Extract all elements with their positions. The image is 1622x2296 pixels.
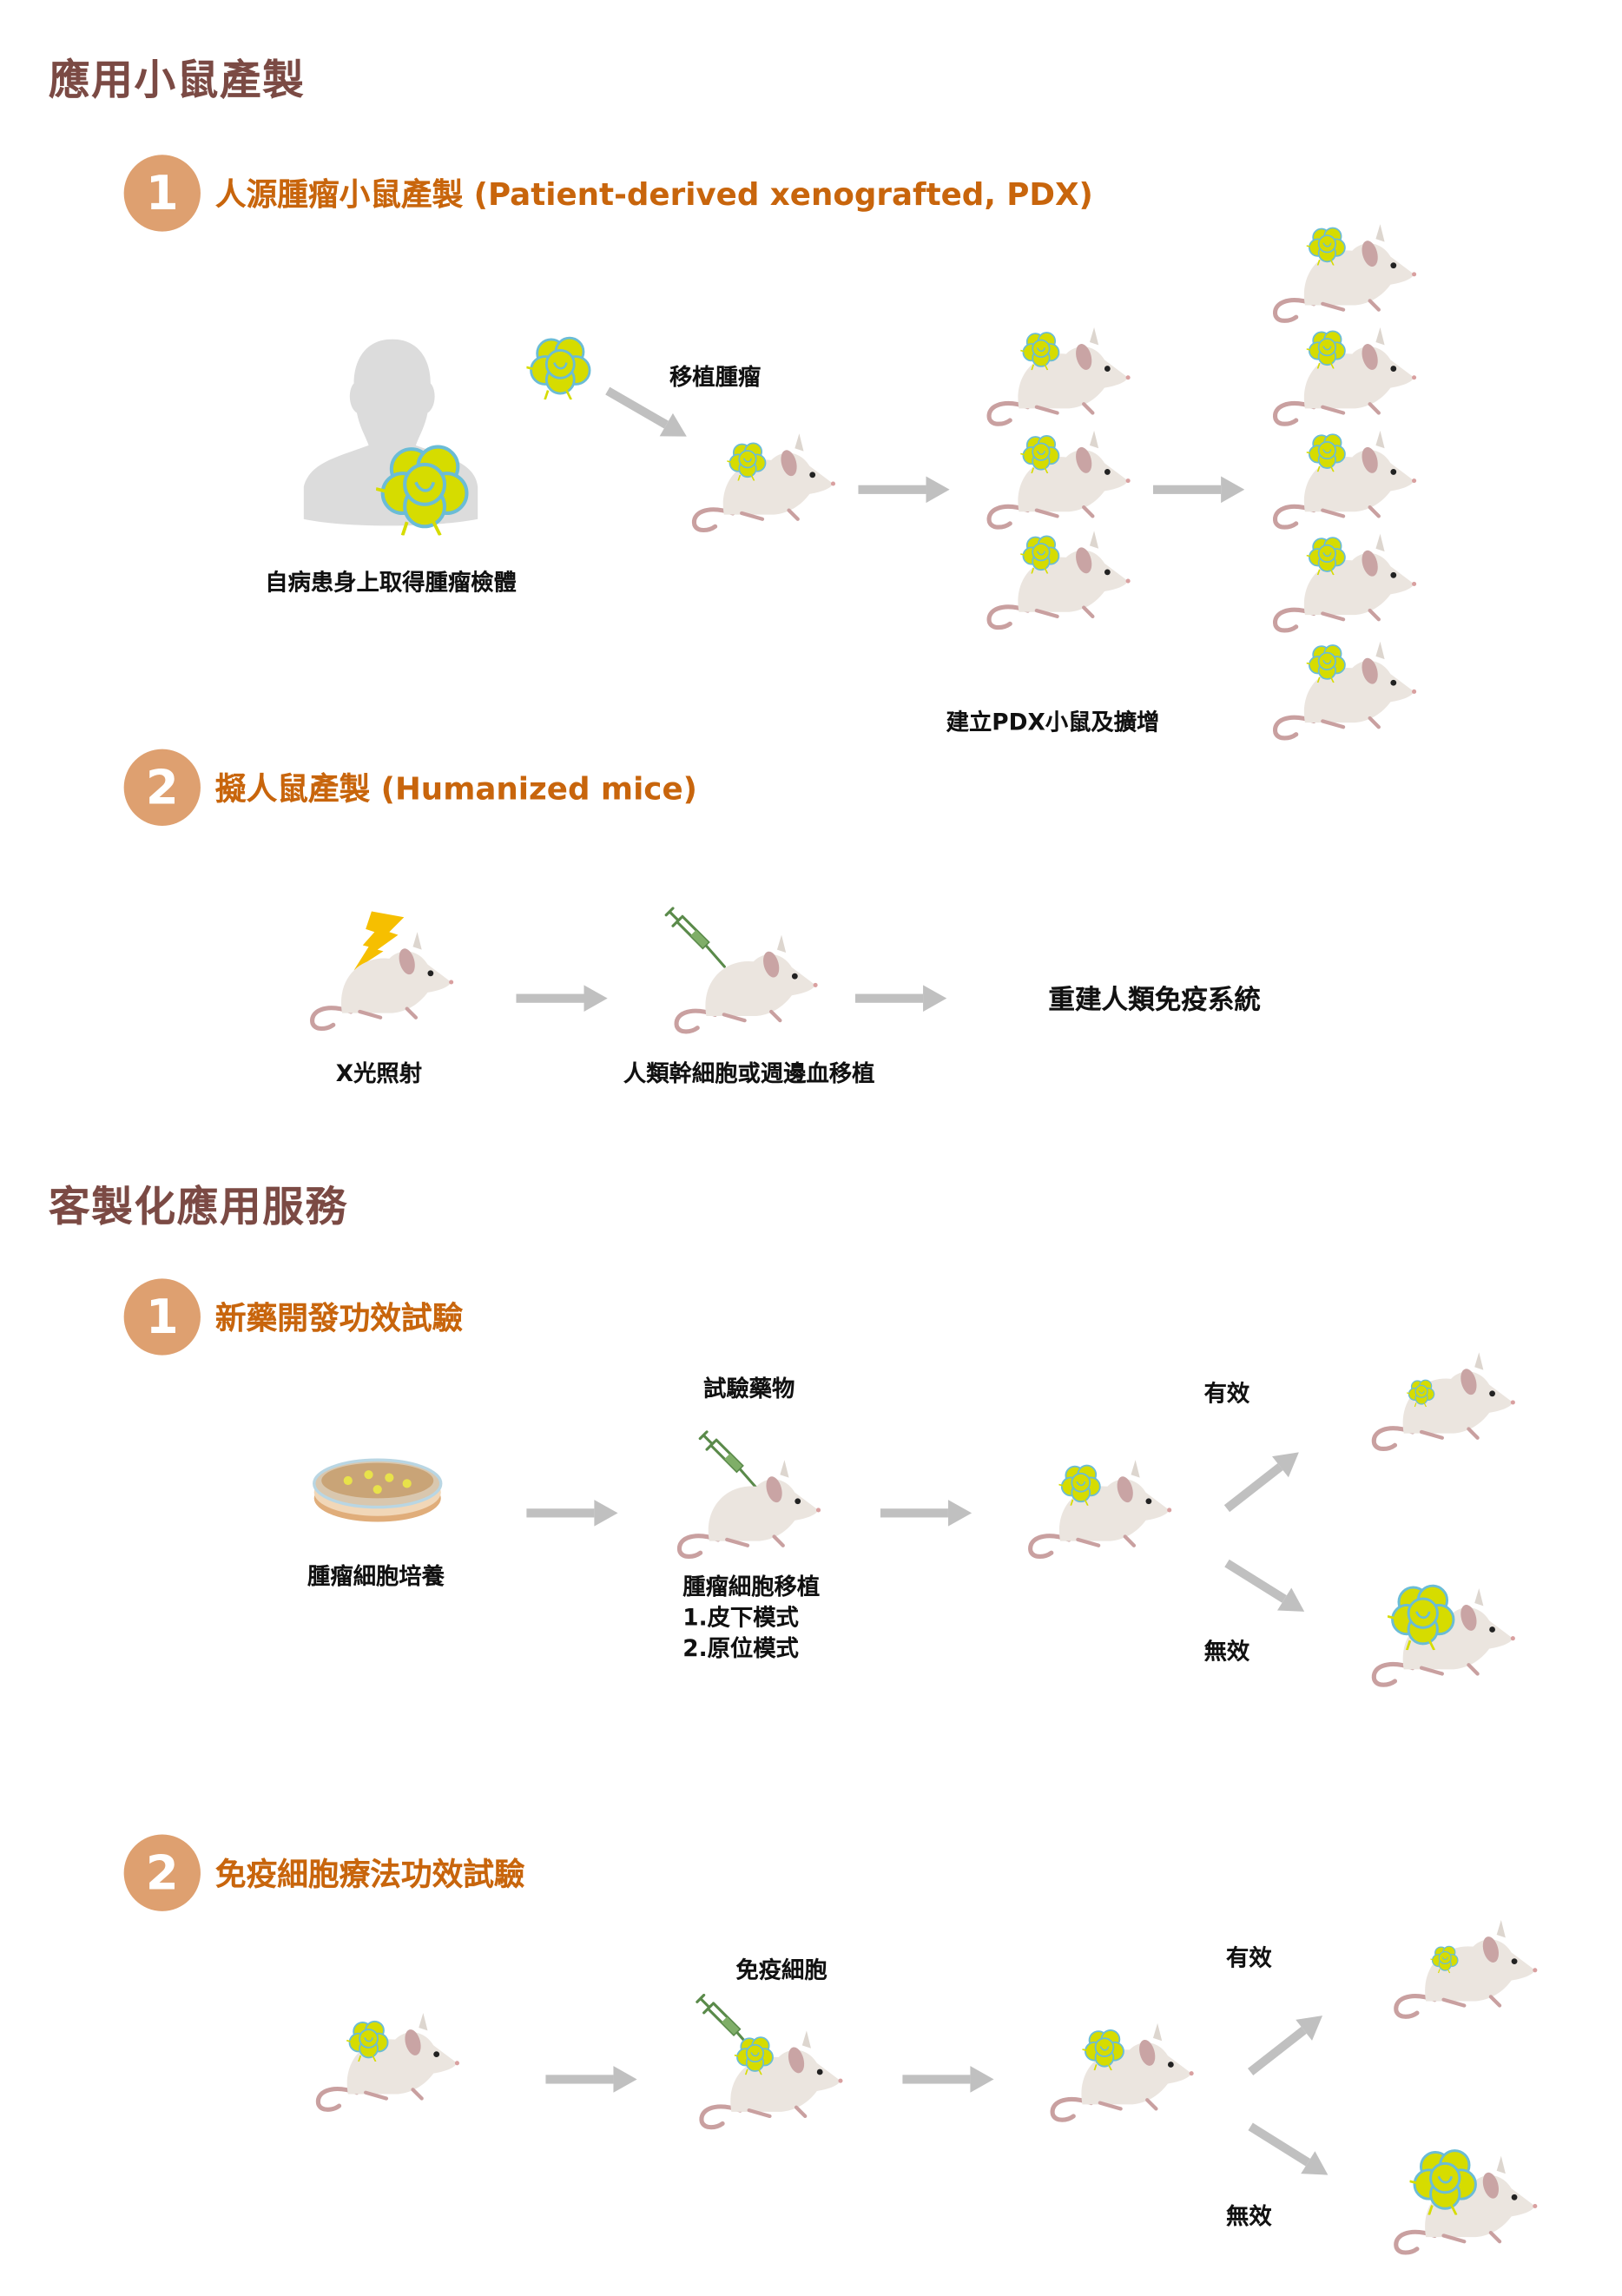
mouse-icon bbox=[304, 914, 458, 1033]
step-heading-pdx: 人源腫瘤小鼠產製 (Patient-derived xenografted, P… bbox=[214, 176, 1093, 213]
patient-sample-label: 自病患身上取得腫瘤檢體 bbox=[265, 569, 517, 597]
large-tumor-icon bbox=[1388, 1580, 1459, 1651]
rebuild-immune-label: 重建人類免疫系統 bbox=[1048, 985, 1261, 1017]
tumor-icon bbox=[727, 439, 768, 481]
effective-label: 有效 bbox=[1203, 1380, 1250, 1408]
transplant-tumor-label: 移植腫瘤 bbox=[669, 364, 762, 392]
arrow-icon bbox=[545, 2064, 636, 2094]
test-drug-label: 試驗藥物 bbox=[703, 1376, 795, 1402]
arrow-icon bbox=[1153, 475, 1244, 505]
immune-cells-label: 免疫細胞 bbox=[735, 1956, 827, 1984]
tumor-icon bbox=[1020, 329, 1062, 371]
lightning-icon bbox=[353, 911, 405, 971]
mouse-icon bbox=[668, 917, 821, 1035]
tumor-icon bbox=[1307, 642, 1348, 683]
xray-label: X光照射 bbox=[335, 1060, 423, 1087]
pdx-expand-label: 建立PDX小鼠及擴增 bbox=[946, 709, 1160, 736]
petri-dish-icon bbox=[313, 1458, 443, 1522]
implant-line: 1.皮下模式 bbox=[682, 1604, 799, 1632]
arrow-icon bbox=[902, 2064, 993, 2094]
step-badge: 1 bbox=[123, 155, 201, 232]
ineffective-label: 無效 bbox=[1203, 1638, 1250, 1666]
small-tumor-icon bbox=[1407, 1377, 1436, 1407]
tumor-icon bbox=[1020, 432, 1062, 474]
arrow-icon bbox=[516, 984, 607, 1013]
tumor-icon bbox=[735, 2034, 776, 2075]
ineffective-label: 無效 bbox=[1226, 2203, 1272, 2230]
large-tumor-icon bbox=[1409, 2144, 1480, 2215]
step-badge: 2 bbox=[123, 1834, 201, 1911]
section-title-mouse-production: 應用小鼠產製 bbox=[49, 56, 306, 105]
implant-line: 腫瘤細胞移植 bbox=[682, 1573, 821, 1600]
arrow-icon bbox=[858, 475, 949, 505]
arrow-down-icon bbox=[1243, 2114, 1335, 2187]
arrow-icon bbox=[855, 984, 946, 1013]
implant-method-list: 腫瘤細胞移植 1.皮下模式 2.原位模式 bbox=[682, 1572, 820, 1665]
tumor-icon bbox=[1020, 532, 1062, 574]
section-title-custom-services: 客製化應用服務 bbox=[49, 1182, 348, 1231]
effective-label: 有效 bbox=[1226, 1944, 1272, 1972]
arrow-icon bbox=[880, 1498, 972, 1527]
step-badge: 2 bbox=[123, 749, 201, 826]
tumor-icon bbox=[346, 2017, 391, 2062]
tumor-icon bbox=[1307, 534, 1348, 576]
tumor-icon bbox=[1307, 224, 1348, 266]
small-tumor-icon bbox=[1430, 1943, 1460, 1973]
tumor-icon bbox=[1307, 431, 1348, 472]
step-heading-humanized: 擬人鼠產製 (Humanized mice) bbox=[214, 771, 697, 807]
arrow-up-icon bbox=[1242, 2004, 1332, 2084]
tumor-icon bbox=[1082, 2026, 1126, 2070]
stem-cell-transplant-label: 人類幹細胞或週邊血移植 bbox=[623, 1060, 875, 1087]
implant-line: 2.原位模式 bbox=[682, 1635, 799, 1662]
tumor-icon bbox=[1307, 327, 1348, 369]
arrow-icon bbox=[526, 1498, 617, 1527]
step-badge: 1 bbox=[123, 1278, 201, 1356]
arrow-down-icon bbox=[1219, 1551, 1312, 1625]
tumor-shrunk-mouse-icon bbox=[1388, 1903, 1541, 2021]
mouse-icon bbox=[671, 1442, 825, 1560]
tumor-icon bbox=[526, 332, 594, 399]
arrow-up-icon bbox=[1217, 1441, 1308, 1521]
tumor-shrunk-mouse-icon bbox=[1366, 1335, 1520, 1453]
tumor-icon bbox=[1058, 1461, 1103, 1506]
tumor-icon bbox=[376, 438, 473, 535]
tumor-culture-label: 腫瘤細胞培養 bbox=[307, 1563, 445, 1590]
step-heading-drug-efficacy: 新藥開發功效試驗 bbox=[214, 1300, 464, 1336]
step-heading-immune-therapy: 免疫細胞療法功效試驗 bbox=[214, 1857, 525, 1892]
